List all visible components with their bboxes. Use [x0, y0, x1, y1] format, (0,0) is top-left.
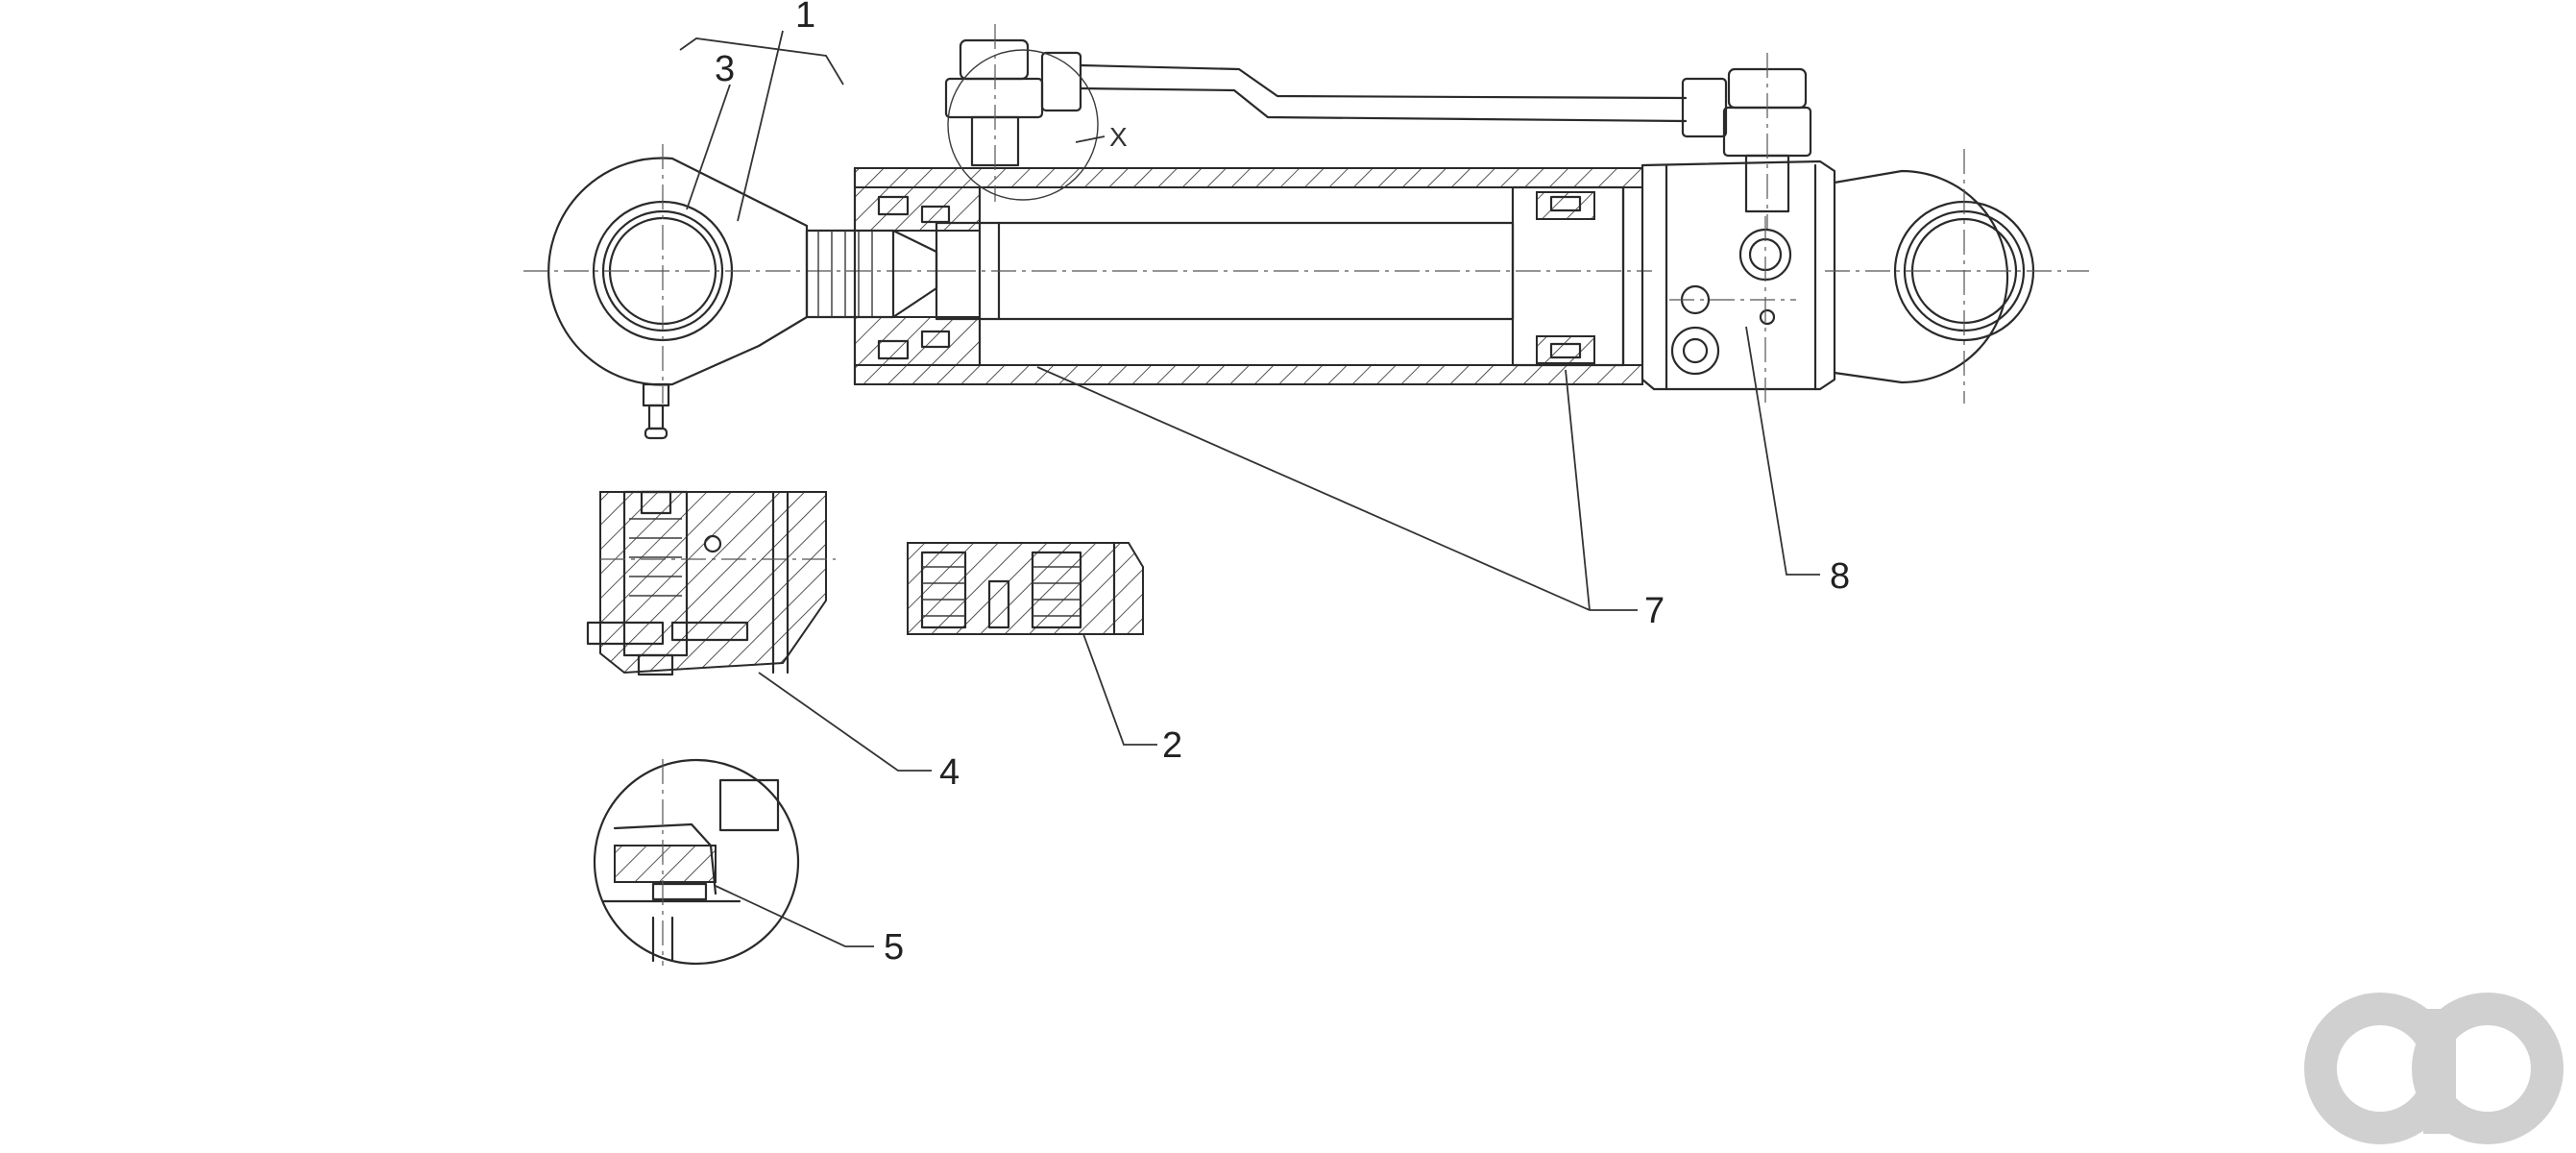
callout-5: 5 — [884, 927, 904, 968]
callout-4: 4 — [939, 752, 960, 793]
detail-valve-section — [586, 490, 836, 676]
leader-lines — [679, 30, 1820, 947]
base-eye — [1825, 149, 2089, 404]
hydraulic-pipe: X — [944, 24, 1812, 231]
callout-3: 3 — [715, 49, 735, 89]
callouts: 1 3 7 8 2 4 5 — [715, 0, 1850, 968]
detail-seal-section — [907, 541, 1144, 636]
callout-1: 1 — [795, 0, 815, 36]
detail-circle — [593, 758, 800, 966]
rod-end-eye — [523, 144, 951, 440]
cylinder-barrel — [853, 166, 1652, 386]
detail-marker-x: X — [1109, 122, 1128, 152]
callout-8: 8 — [1830, 556, 1850, 597]
valve-block — [1640, 159, 1836, 404]
grease-nipple — [642, 382, 670, 440]
callout-2: 2 — [1162, 725, 1182, 766]
watermark-logo — [2304, 993, 2564, 1144]
callout-7: 7 — [1644, 591, 1665, 631]
